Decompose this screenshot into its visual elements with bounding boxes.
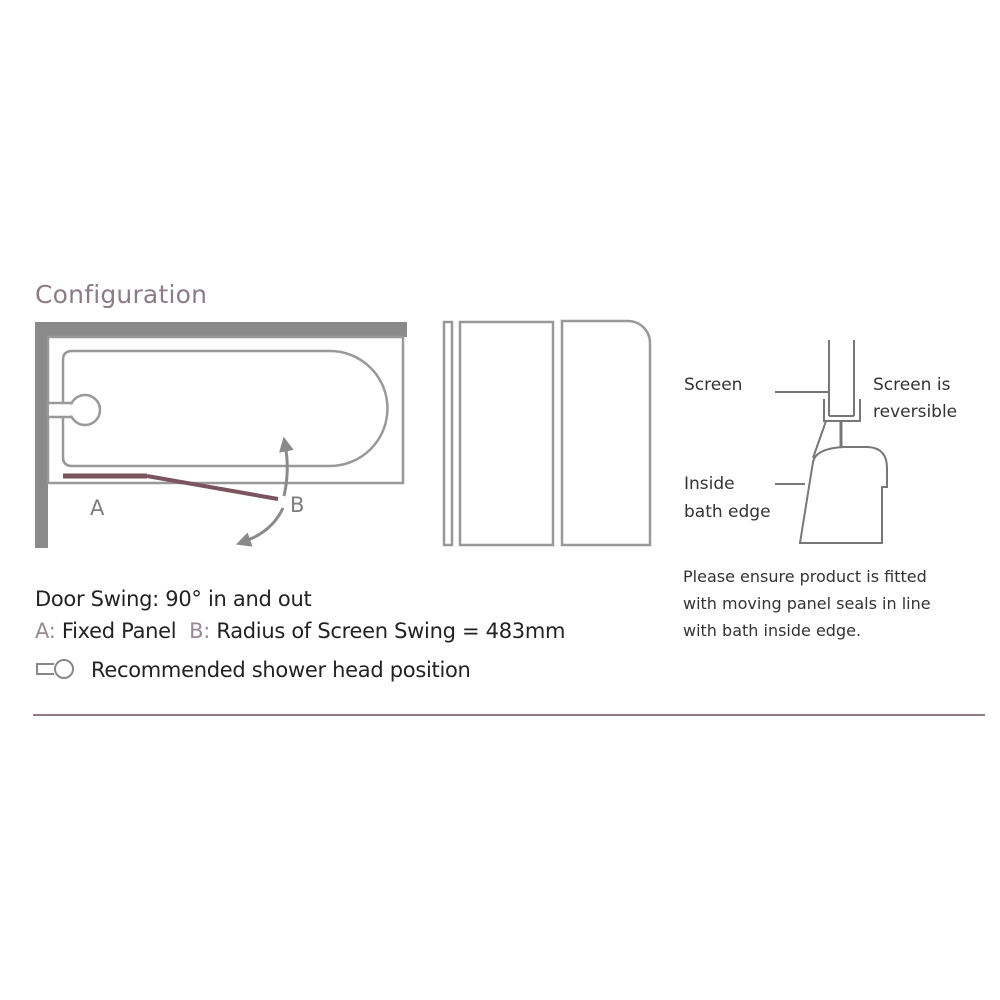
label-b: B — [290, 493, 305, 517]
swing-panel — [560, 319, 652, 547]
door-swing-text: Door Swing: 90° in and out — [35, 587, 312, 611]
inside-edge-label-1: Inside — [684, 474, 735, 494]
screen-label: Screen — [684, 375, 743, 395]
panels-elevation — [442, 319, 652, 547]
note-line: with moving panel seals in line — [683, 594, 931, 613]
swing-in-arrow — [279, 436, 294, 497]
section-title: Configuration — [35, 280, 208, 309]
cross-section — [775, 340, 888, 544]
b-prefix: B: — [189, 619, 210, 643]
left-wall — [35, 322, 48, 548]
swing-panel-b — [146, 474, 279, 501]
shower-head-icon — [46, 393, 102, 427]
note-line: with bath inside edge. — [683, 621, 862, 640]
reversible-label-2: reversible — [873, 402, 958, 422]
fixed-panel — [458, 320, 555, 547]
swing-out-arrow — [235, 507, 285, 547]
a-prefix: A: — [35, 619, 56, 643]
b-text: Radius of Screen Swing = 483mm — [216, 619, 566, 643]
inside-edge-label-2: bath edge — [684, 502, 771, 522]
label-a: A — [90, 496, 105, 520]
thin-panel — [442, 320, 454, 547]
bath-edge-profile — [798, 446, 888, 544]
fitting-note: Please ensure product is fitted with mov… — [683, 563, 931, 644]
note-line: Please ensure product is fitted — [683, 567, 927, 586]
shower-key: Recommended shower head position — [35, 658, 471, 682]
a-text: Fixed Panel — [61, 619, 177, 643]
reversible-label-1: Screen is — [873, 375, 951, 395]
section-divider — [33, 714, 985, 716]
top-wall — [35, 322, 407, 337]
plan-view — [35, 322, 407, 548]
shower-text: Recommended shower head position — [91, 658, 471, 682]
panel-key: A: Fixed Panel B: Radius of Screen Swing… — [35, 619, 565, 643]
shower-head-icon — [36, 659, 74, 679]
bath-basin — [61, 349, 389, 468]
